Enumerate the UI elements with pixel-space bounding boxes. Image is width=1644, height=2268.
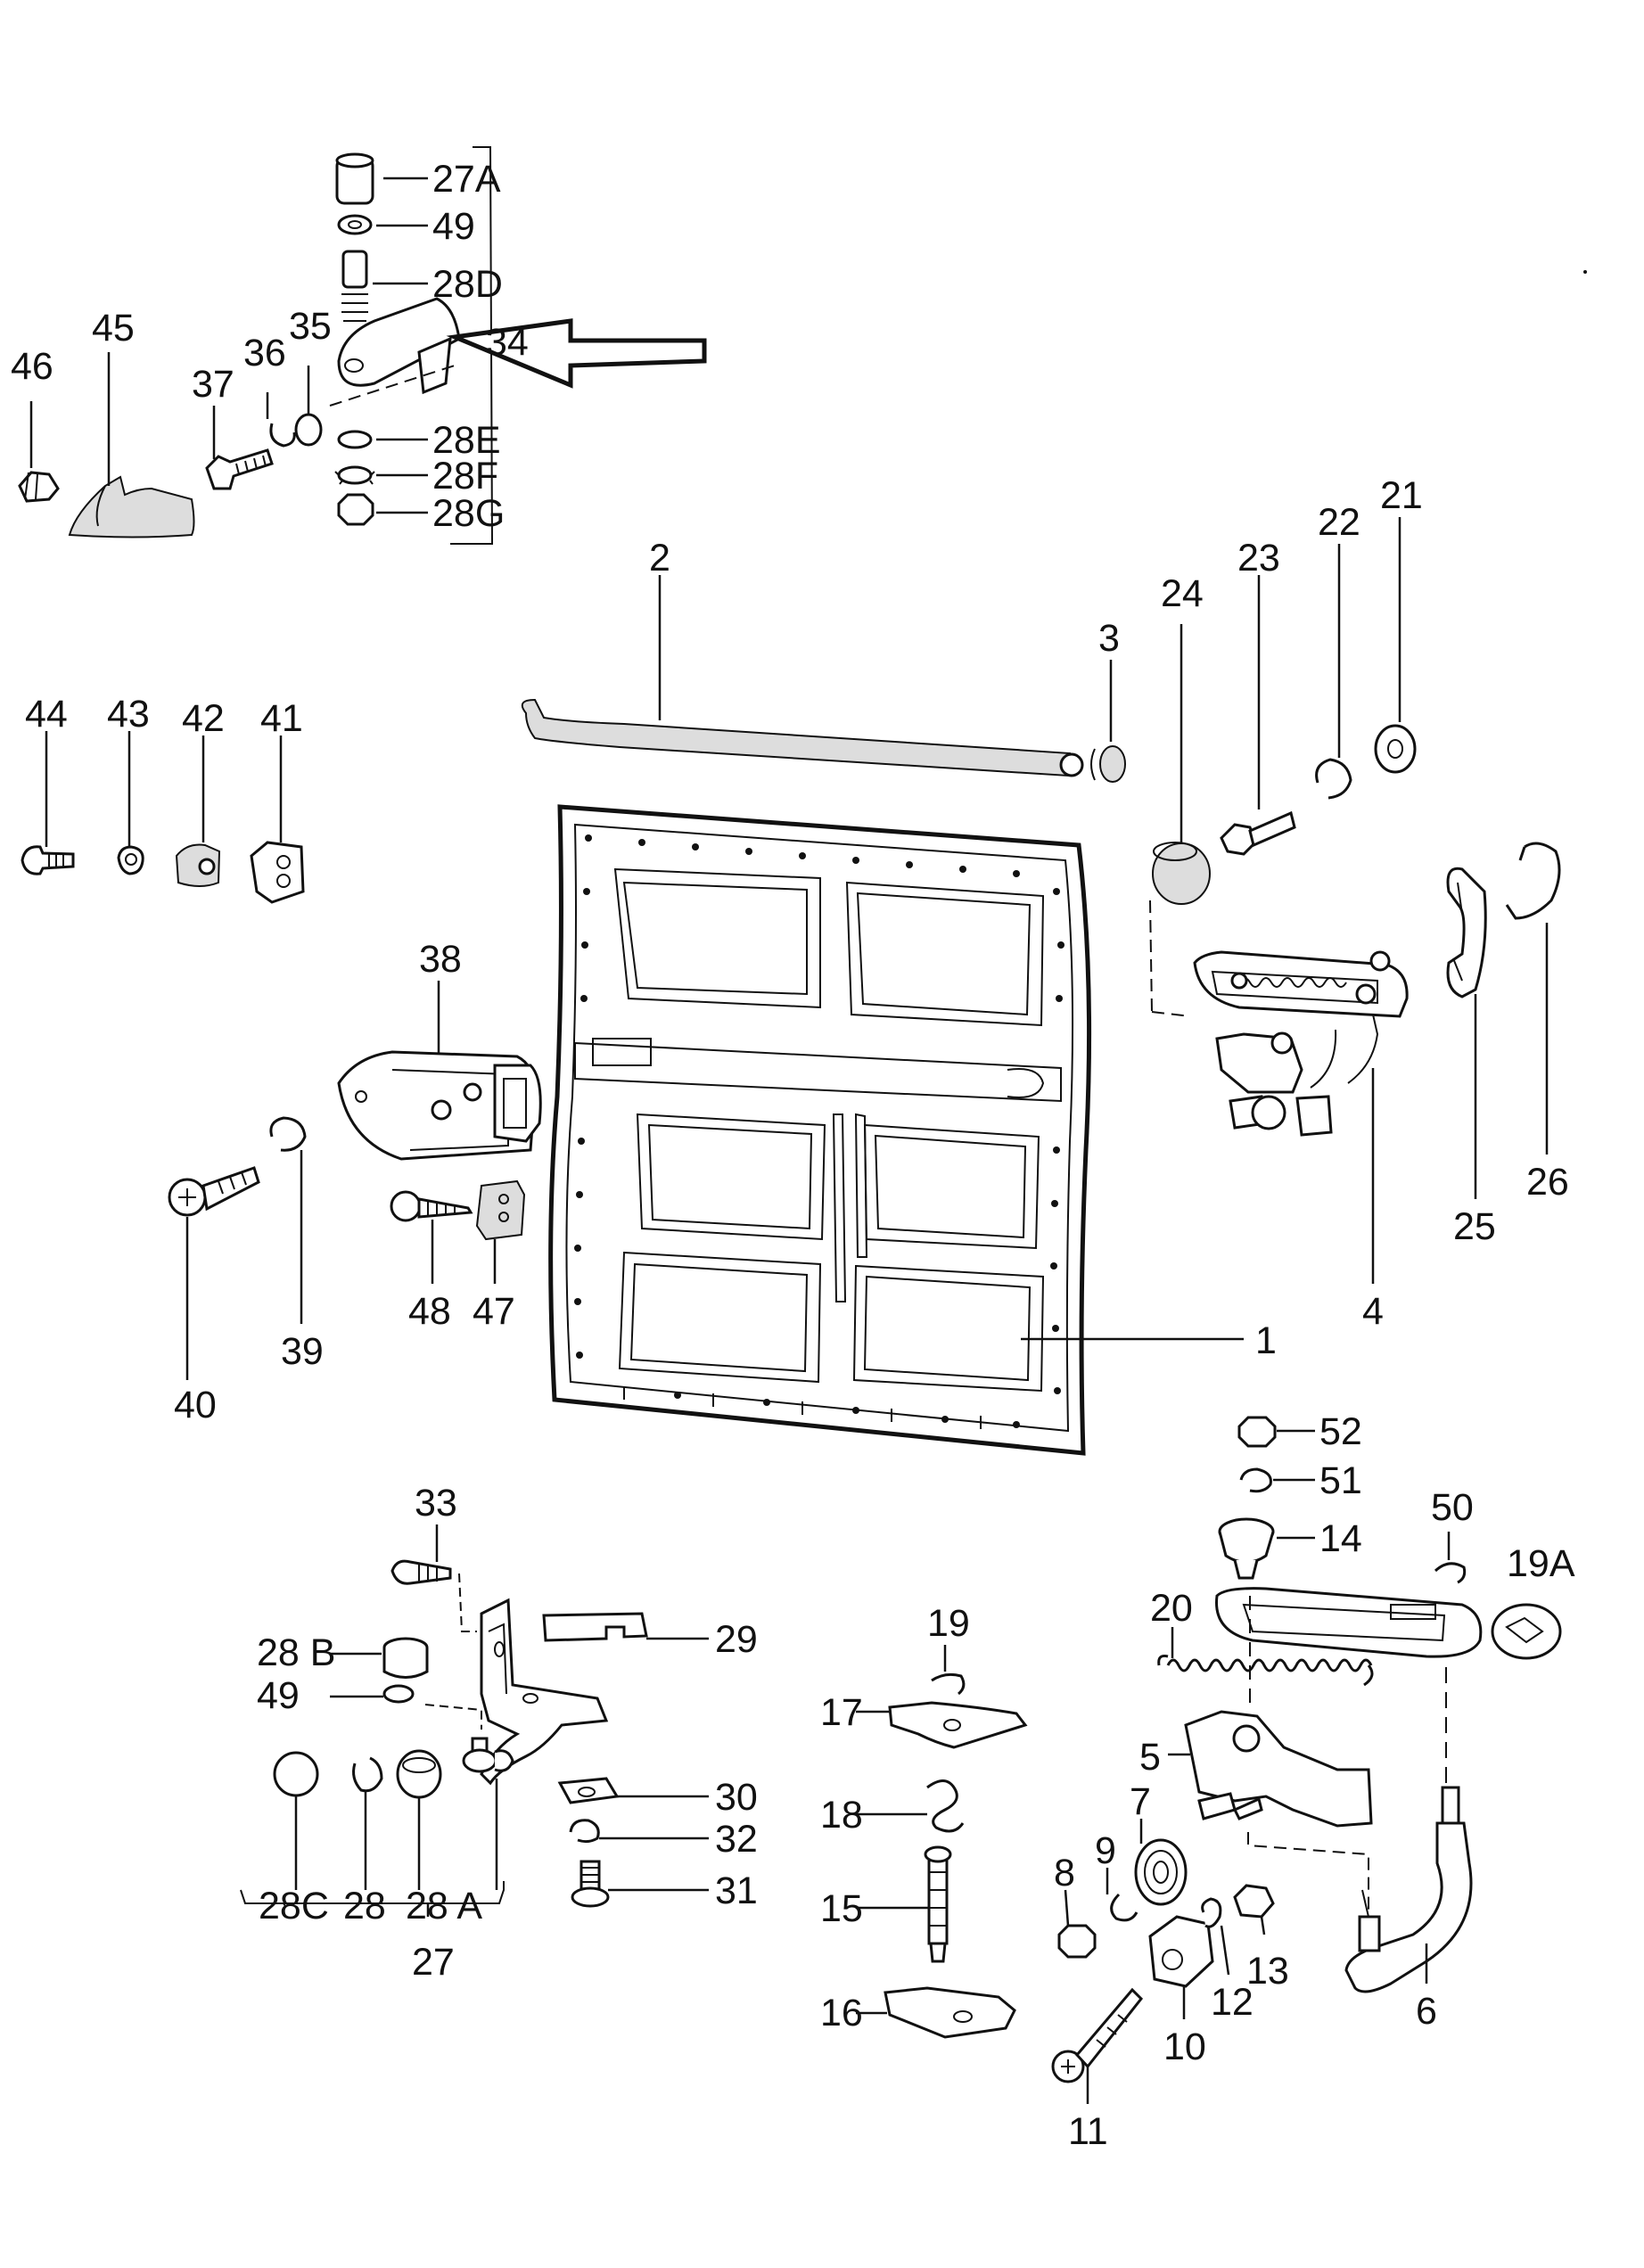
label-11: 11 bbox=[1068, 2110, 1108, 2153]
label-47: 47 bbox=[473, 1290, 515, 1333]
label-14: 14 bbox=[1319, 1517, 1362, 1560]
label-8: 8 bbox=[1054, 1852, 1075, 1894]
lock-assembly-38 bbox=[168, 1050, 542, 1241]
label-7: 7 bbox=[1130, 1780, 1151, 1823]
label-16: 16 bbox=[820, 1992, 863, 2034]
label-39: 39 bbox=[281, 1330, 324, 1373]
handle-mechanism-group bbox=[1090, 724, 1561, 1137]
label-28D: 28D bbox=[432, 263, 503, 306]
label-19A: 19A bbox=[1507, 1542, 1575, 1585]
label-6: 6 bbox=[1416, 1990, 1437, 2033]
label-17: 17 bbox=[820, 1691, 863, 1734]
label-23: 23 bbox=[1237, 537, 1280, 579]
label-29: 29 bbox=[715, 1618, 758, 1661]
label-37: 37 bbox=[192, 363, 234, 406]
label-2: 2 bbox=[649, 537, 670, 579]
label-26: 26 bbox=[1526, 1161, 1569, 1204]
label-5: 5 bbox=[1139, 1736, 1161, 1779]
label-36: 36 bbox=[243, 332, 286, 374]
label-43: 43 bbox=[107, 693, 150, 735]
label-27A: 27A bbox=[432, 158, 501, 201]
label-52: 52 bbox=[1319, 1410, 1362, 1453]
label-4: 4 bbox=[1362, 1290, 1384, 1333]
label-25: 25 bbox=[1453, 1205, 1496, 1248]
small-parts-41-44 bbox=[21, 841, 305, 904]
outer-handle-group bbox=[1051, 1416, 1562, 2083]
label-33: 33 bbox=[415, 1482, 457, 1524]
label-3: 3 bbox=[1098, 617, 1120, 660]
label-27: 27 bbox=[412, 1941, 455, 1984]
label-51: 51 bbox=[1319, 1459, 1362, 1502]
label-21: 21 bbox=[1380, 474, 1423, 517]
label-28A: 28 A bbox=[406, 1885, 482, 1927]
label-45: 45 bbox=[92, 307, 135, 349]
speck bbox=[1583, 270, 1587, 274]
label-28E: 28E bbox=[432, 419, 501, 462]
weather-seal-strip bbox=[521, 698, 1084, 777]
label-41: 41 bbox=[260, 697, 303, 740]
label-12: 12 bbox=[1211, 1981, 1254, 2024]
label-31: 31 bbox=[715, 1869, 758, 1912]
leader-lines bbox=[29, 177, 1549, 2104]
label-48: 48 bbox=[408, 1290, 451, 1333]
label-28: 28 bbox=[343, 1885, 386, 1927]
hinge-group bbox=[240, 1559, 648, 1908]
label-24: 24 bbox=[1161, 572, 1204, 615]
label-28C: 28C bbox=[259, 1885, 329, 1927]
label-1: 1 bbox=[1255, 1319, 1277, 1362]
label-42: 42 bbox=[182, 697, 225, 740]
label-22: 22 bbox=[1318, 501, 1360, 544]
label-9: 9 bbox=[1095, 1829, 1116, 1872]
label-46: 46 bbox=[11, 345, 53, 388]
part-labels: 27A 49 28D 34 28E 28F 28G 35 36 37 45 46… bbox=[11, 158, 1575, 2153]
latch-parts-15-19 bbox=[884, 1672, 1028, 2039]
label-49-top: 49 bbox=[432, 205, 475, 248]
indicator-arrow bbox=[446, 318, 707, 389]
label-18: 18 bbox=[820, 1794, 863, 1837]
label-10: 10 bbox=[1163, 2026, 1206, 2068]
label-35: 35 bbox=[289, 305, 332, 348]
label-44: 44 bbox=[25, 693, 68, 735]
label-32: 32 bbox=[715, 1818, 758, 1861]
label-28G: 28G bbox=[432, 492, 505, 535]
label-15: 15 bbox=[820, 1887, 863, 1930]
label-34: 34 bbox=[486, 321, 529, 364]
label-19: 19 bbox=[927, 1602, 970, 1645]
label-50: 50 bbox=[1431, 1486, 1474, 1529]
label-28B: 28 B bbox=[257, 1631, 335, 1674]
label-28F: 28F bbox=[432, 455, 498, 497]
label-49-bottom: 49 bbox=[257, 1674, 300, 1717]
label-38: 38 bbox=[419, 938, 462, 981]
label-13: 13 bbox=[1246, 1950, 1289, 1993]
door-panel bbox=[548, 804, 1092, 1456]
label-20: 20 bbox=[1150, 1587, 1193, 1630]
label-30: 30 bbox=[715, 1776, 758, 1819]
top-latch-group bbox=[18, 146, 494, 545]
label-40: 40 bbox=[174, 1384, 217, 1426]
